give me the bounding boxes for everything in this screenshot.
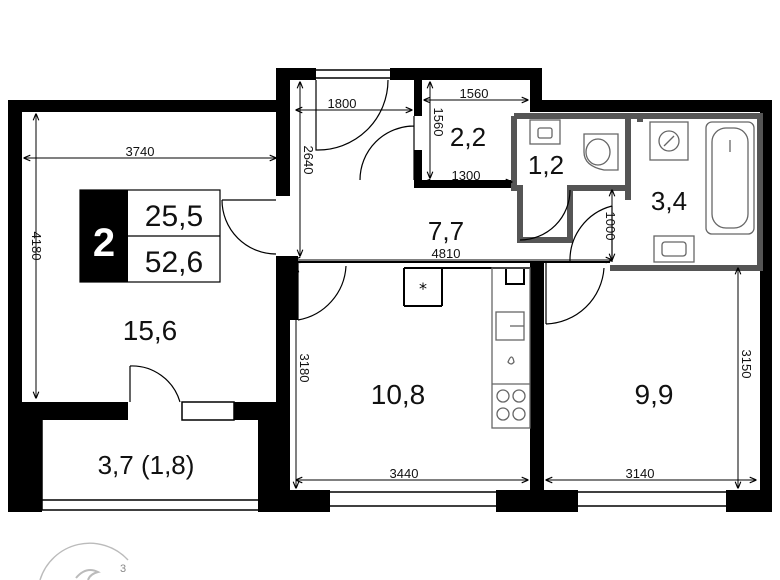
dim-kitchen-width: 3440 bbox=[390, 466, 419, 481]
washing-machine-icon bbox=[649, 121, 689, 161]
room-area-living: 15,6 bbox=[123, 315, 178, 346]
hood-icon: * bbox=[419, 279, 427, 298]
summary-badge: 2 25,5 52,6 bbox=[79, 189, 221, 283]
door-balcony bbox=[129, 365, 181, 403]
doors bbox=[129, 79, 613, 403]
room-area-kitchen: 10,8 bbox=[371, 379, 426, 410]
bathtub-icon bbox=[705, 121, 755, 235]
toilet-icon bbox=[583, 133, 619, 171]
dim-bath-opening: 1000 bbox=[603, 212, 618, 241]
dim-kitchen-depth: 3180 bbox=[297, 354, 312, 383]
room-area-hall: 7,7 bbox=[428, 216, 464, 246]
dim-bedroom-depth: 3150 bbox=[739, 350, 754, 379]
door-closet bbox=[359, 116, 415, 181]
room-labels: 15,6 3,7 (1,8) 7,7 2,2 1,2 3,4 10,8 9,9 bbox=[98, 122, 687, 480]
door-kitchen bbox=[297, 262, 347, 321]
partitions bbox=[290, 261, 610, 307]
logo-superscript: 3 bbox=[120, 563, 126, 575]
dim-hall-depth: 2640 bbox=[301, 146, 316, 175]
dim-closet-depth: 1560 bbox=[431, 108, 446, 137]
dim-bedroom-width: 3140 bbox=[626, 466, 655, 481]
wet-zone-walls bbox=[511, 113, 763, 271]
windows bbox=[41, 69, 726, 511]
door-entry bbox=[221, 199, 277, 255]
door-top bbox=[315, 79, 389, 151]
total-area-value: 52,6 bbox=[145, 246, 203, 279]
dimension-lines bbox=[24, 82, 756, 488]
dim-closet-bottom: 1300 bbox=[452, 168, 481, 183]
dim-living-width: 3740 bbox=[126, 144, 155, 159]
brand-logo: 3 bbox=[39, 542, 129, 580]
room-area-bedroom: 9,9 bbox=[635, 379, 674, 410]
dim-hall-length: 4810 bbox=[432, 246, 461, 261]
kitchen-counter bbox=[491, 267, 531, 429]
door-bedroom bbox=[545, 262, 605, 325]
bath-sink-icon bbox=[653, 235, 695, 263]
faucet-icon bbox=[507, 356, 515, 365]
walls bbox=[8, 68, 772, 512]
door-toilet bbox=[519, 189, 571, 241]
room-area-balcony: 3,7 (1,8) bbox=[98, 450, 195, 480]
dim-closet-width: 1560 bbox=[460, 86, 489, 101]
dim-hall-width: 1800 bbox=[328, 96, 357, 111]
sink-icon bbox=[529, 119, 561, 145]
room-area-bathroom: 3,4 bbox=[651, 186, 687, 216]
dim-living-depth: 4180 bbox=[29, 232, 44, 261]
fixtures bbox=[491, 119, 755, 429]
room-area-closet: 2,2 bbox=[450, 122, 486, 152]
living-area-value: 25,5 bbox=[145, 200, 203, 233]
room-area-toilet: 1,2 bbox=[528, 150, 564, 180]
dimension-labels: 3740 4180 1800 2640 1560 1560 1300 4810 … bbox=[29, 86, 754, 481]
room-count: 2 bbox=[93, 221, 115, 265]
